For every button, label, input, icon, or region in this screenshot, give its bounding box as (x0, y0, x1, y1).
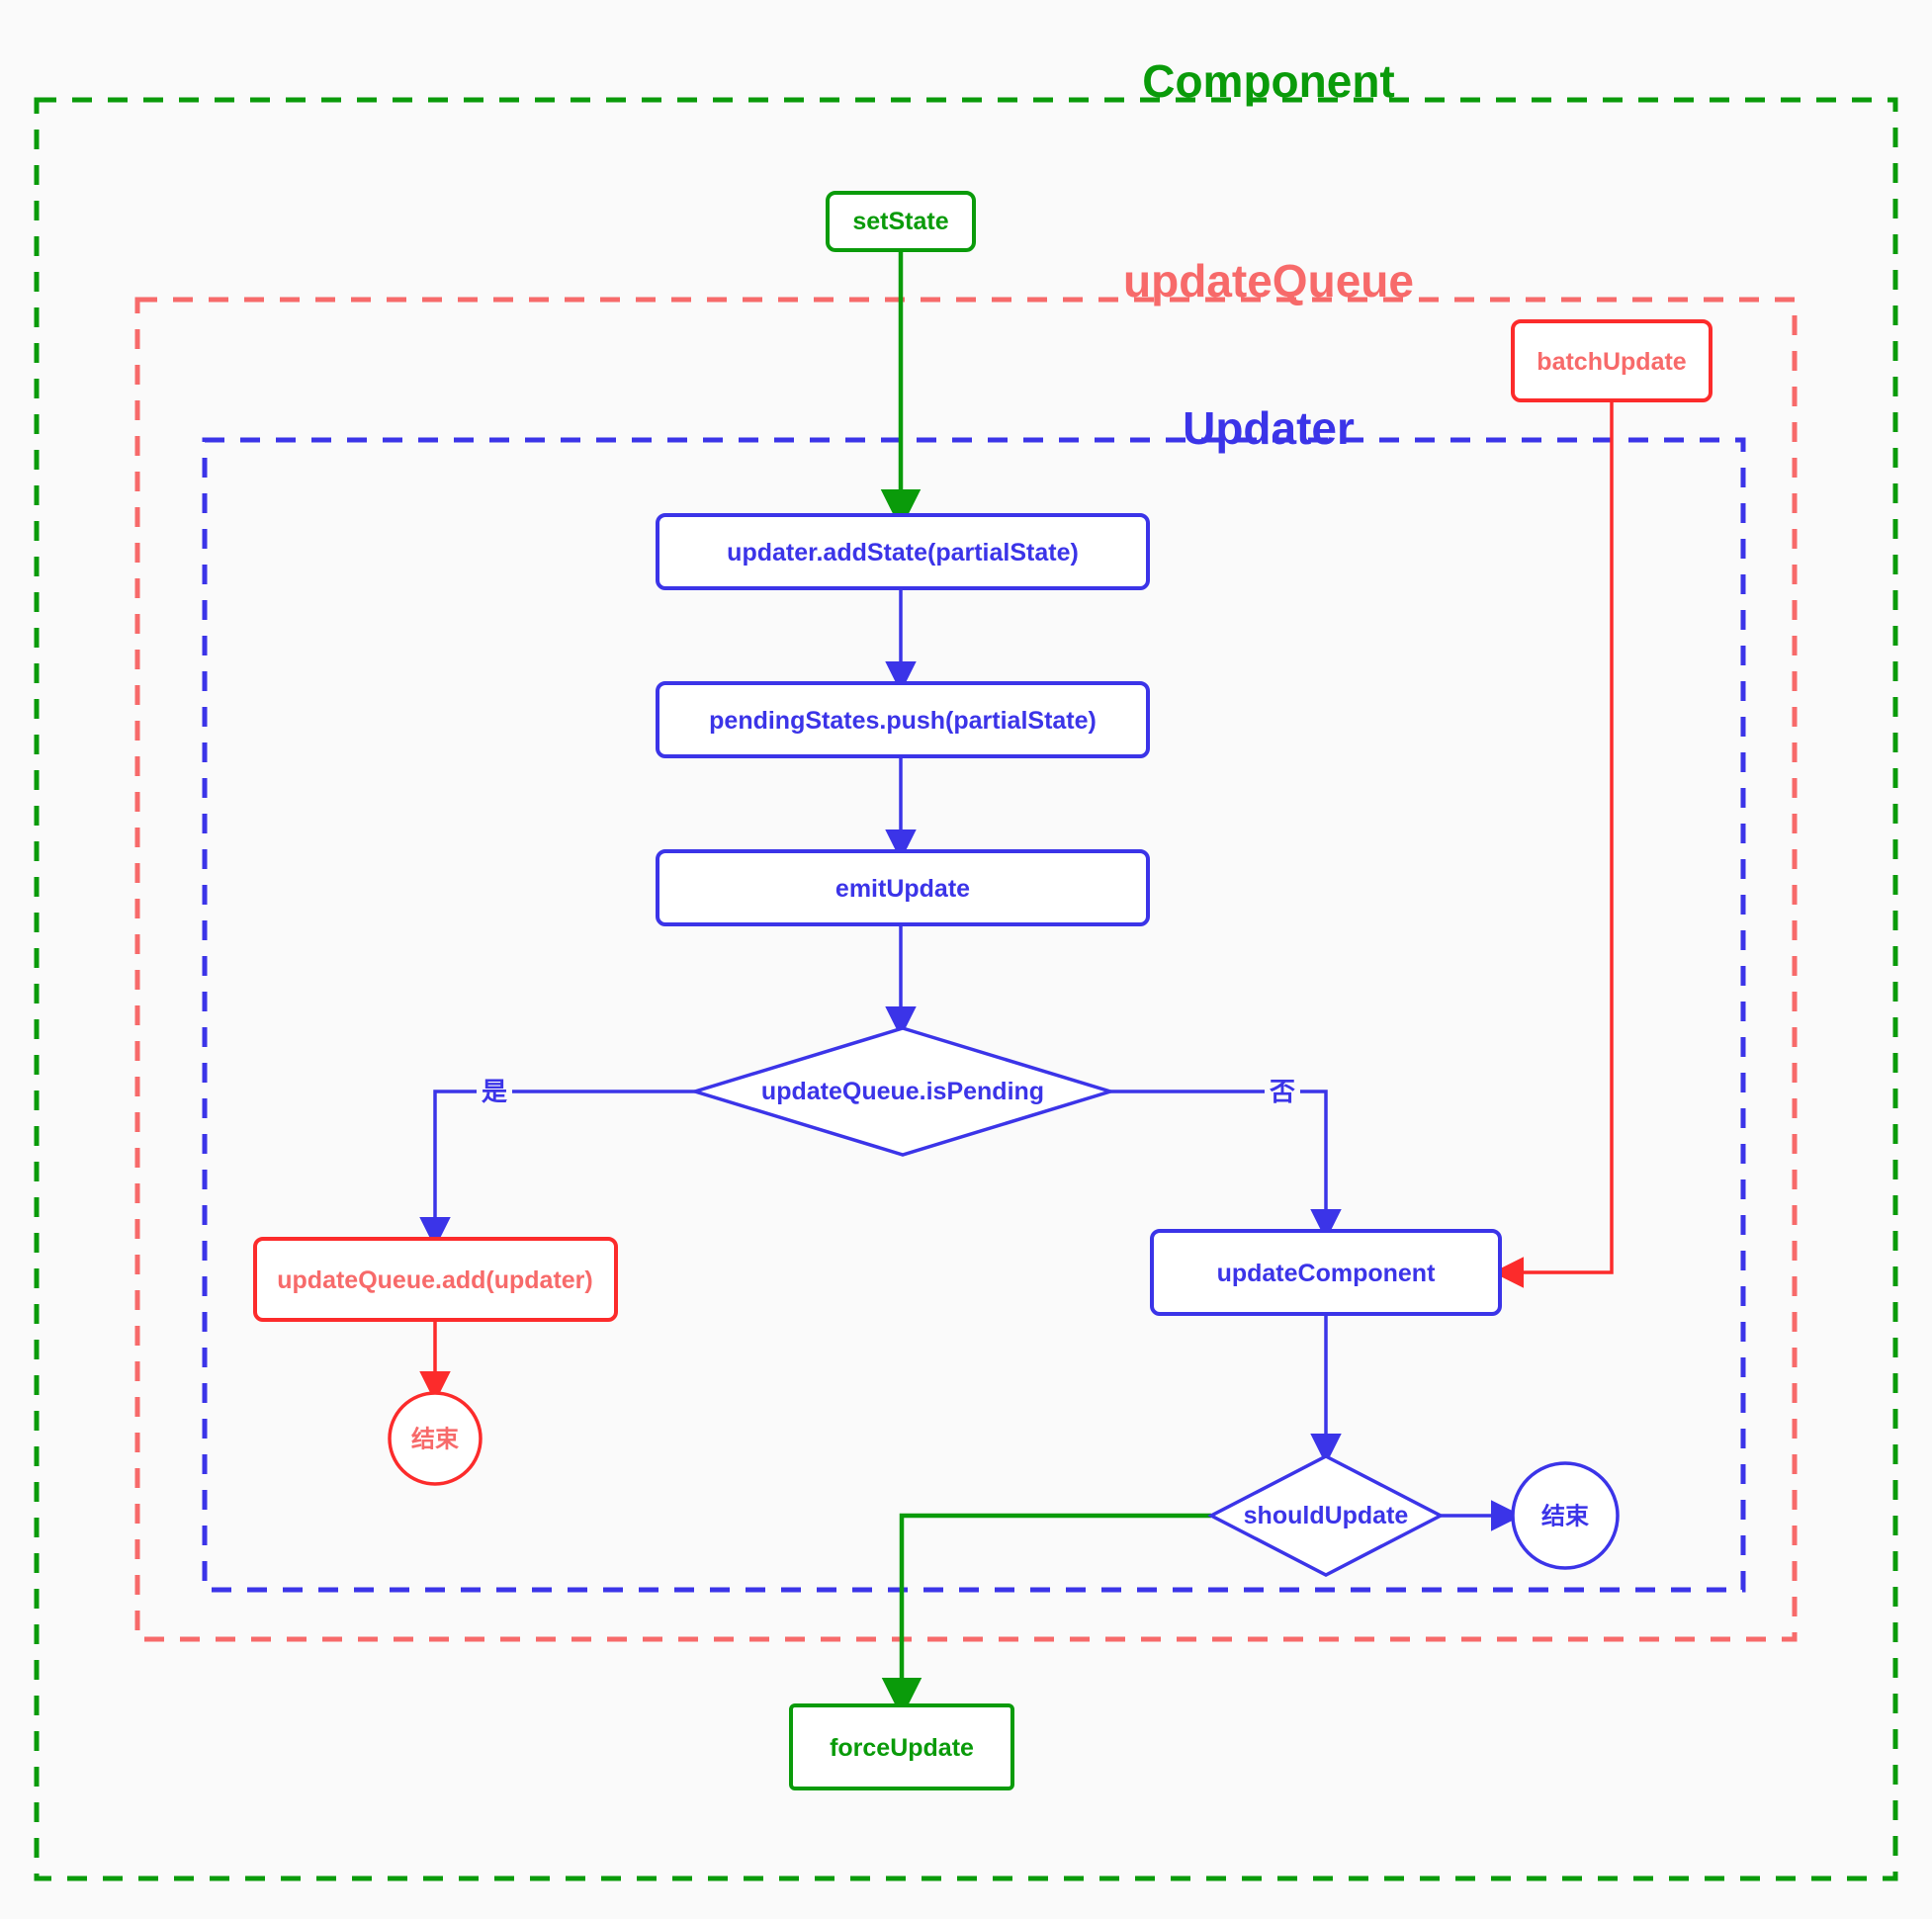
node-updatecomponent[interactable]: updateComponent (1150, 1229, 1502, 1316)
node-forceupdate[interactable]: forceUpdate (789, 1703, 1014, 1790)
node-pendingstates-push[interactable]: pendingStates.push(partialState) (656, 681, 1150, 758)
node-updatecomponent-label: updateComponent (1217, 1260, 1436, 1287)
node-end-blue-label: 结束 (1541, 1504, 1590, 1530)
group-frame-updatequeue (134, 297, 1798, 1642)
node-updatequeue-ispending-label: updateQueue.isPending (761, 1078, 1044, 1105)
node-updater-addstate[interactable]: updater.addState(partialState) (656, 513, 1150, 590)
edge-label-yes: 是 (477, 1074, 512, 1109)
node-batchupdate[interactable]: batchUpdate (1511, 319, 1712, 402)
node-setstate-label: setState (852, 208, 948, 235)
node-forceupdate-label: forceUpdate (830, 1734, 974, 1762)
node-end-blue[interactable]: 结束 (1511, 1461, 1620, 1570)
node-updater-addstate-label: updater.addState(partialState) (727, 539, 1079, 567)
edge-label-no: 否 (1265, 1074, 1300, 1109)
node-updatequeue-add-label: updateQueue.add(updater) (277, 1266, 592, 1294)
group-title-component: Component (1142, 55, 1395, 107)
node-setstate[interactable]: setState (826, 191, 976, 252)
group-title-updatequeue: updateQueue (1123, 255, 1414, 306)
edge-batchupdate-to-updatecomponent (1492, 400, 1614, 1288)
node-emitupdate[interactable]: emitUpdate (656, 849, 1150, 926)
edge-shouldupdate-to-forceupdate (881, 1513, 1211, 1718)
node-updatequeue-add[interactable]: updateQueue.add(updater) (253, 1237, 618, 1322)
node-emitupdate-label: emitUpdate (835, 875, 970, 903)
group-title-updater: Updater (1183, 402, 1355, 454)
group-frame-updater (202, 437, 1746, 1593)
edge-label-no-text: 否 (1270, 1077, 1295, 1106)
node-pendingstates-push-label: pendingStates.push(partialState) (709, 707, 1097, 735)
edge-ispending-yes-to-queueadd (419, 1090, 695, 1249)
group-frame-component (34, 97, 1898, 1881)
node-shouldupdate-label: shouldUpdate (1244, 1502, 1409, 1529)
edge-ispending-no-to-updatecomponent (1110, 1090, 1342, 1241)
node-end-red-label: 结束 (411, 1427, 460, 1453)
edge-label-yes-text: 是 (482, 1077, 507, 1106)
node-end-red[interactable]: 结束 (388, 1391, 483, 1486)
node-updatequeue-ispending[interactable]: updateQueue.isPending (688, 1026, 1117, 1157)
node-shouldupdate[interactable]: shouldUpdate (1207, 1454, 1445, 1577)
node-batchupdate-label: batchUpdate (1537, 348, 1687, 376)
